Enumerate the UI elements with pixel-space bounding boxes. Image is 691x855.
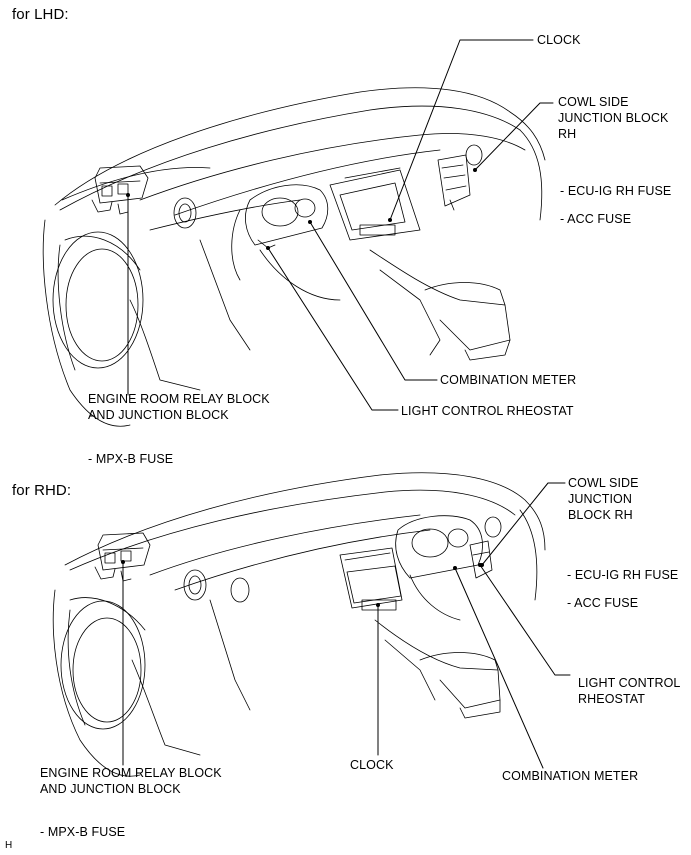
rhd-clock-label: CLOCK <box>350 758 394 772</box>
rhd-cowl-side-label: COWL SIDE JUNCTION BLOCK RH <box>568 476 639 522</box>
lhd-combination-meter-label: COMBINATION METER <box>440 373 577 387</box>
rhd-light-rheostat-label: LIGHT CONTROL RHEOSTAT <box>578 676 681 706</box>
lhd-ecu-ig-fuse-label: - ECU-IG RH FUSE <box>560 184 672 198</box>
lhd-acc-fuse-label: - ACC FUSE <box>560 212 632 226</box>
rhd-dashboard-illustration <box>52 472 571 777</box>
rhd-header: for RHD: <box>12 482 72 499</box>
lhd-engine-room-label: ENGINE ROOM RELAY BLOCK AND JUNCTION BLO… <box>88 392 270 422</box>
rhd-combination-meter-label: COMBINATION METER <box>502 769 639 783</box>
lhd-mpx-fuse-label: - MPX-B FUSE <box>88 452 174 466</box>
lhd-header: for LHD: <box>12 6 69 23</box>
rhd-acc-fuse-label: - ACC FUSE <box>567 596 639 610</box>
footer-mark: H <box>5 840 13 851</box>
rhd-mpx-fuse-label: - MPX-B FUSE <box>40 825 126 839</box>
lhd-cowl-side-label: COWL SIDE JUNCTION BLOCK RH <box>558 95 669 141</box>
rhd-engine-room-label: ENGINE ROOM RELAY BLOCK AND JUNCTION BLO… <box>40 766 222 796</box>
rhd-ecu-ig-fuse-label: - ECU-IG RH FUSE <box>567 568 679 582</box>
lhd-clock-label: CLOCK <box>537 33 581 47</box>
lhd-dashboard-illustration <box>42 39 554 427</box>
lhd-light-rheostat-label: LIGHT CONTROL RHEOSTAT <box>401 404 574 418</box>
